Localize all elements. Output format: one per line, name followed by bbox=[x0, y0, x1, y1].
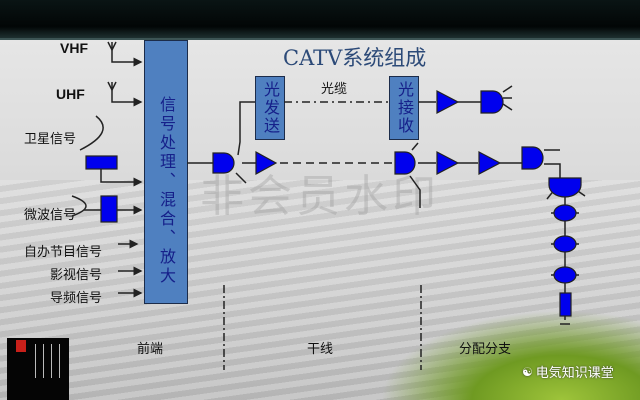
label-vhf: VHF bbox=[60, 40, 88, 56]
section-distribution: 分配分支 bbox=[459, 342, 512, 357]
tap-outlet-icon bbox=[553, 235, 577, 253]
microwave-receiver-icon bbox=[100, 195, 118, 223]
optical-receiver-label: 光接收 bbox=[395, 81, 414, 135]
optical-transmitter-block: 光发送 bbox=[255, 76, 285, 140]
section-trunk: 干线 bbox=[307, 342, 334, 357]
satellite-receiver-icon bbox=[85, 155, 118, 170]
wechat-icon: ☯ bbox=[522, 364, 533, 379]
processing-block: 信号处理、混合、放大 bbox=[144, 40, 188, 304]
satellite-dish-icon bbox=[79, 115, 104, 151]
label-fiber-cable: 光缆 bbox=[321, 82, 348, 97]
amplifier-icon bbox=[436, 90, 460, 114]
tap-outlet-icon bbox=[553, 266, 577, 284]
optical-receiver-block: 光接收 bbox=[389, 76, 419, 140]
splitter-icon bbox=[394, 151, 416, 175]
optical-transmitter-label: 光发送 bbox=[261, 81, 280, 135]
uhf-antenna-icon bbox=[107, 81, 143, 107]
brand-name: 电気知识课堂 bbox=[535, 366, 614, 381]
processing-label: 信号处理、混合、放大 bbox=[157, 96, 176, 286]
amplifier-icon bbox=[478, 151, 502, 175]
amplifier-icon bbox=[436, 151, 460, 175]
label-satellite: 卫星信号 bbox=[24, 132, 77, 147]
label-pilot: 导频信号 bbox=[50, 291, 103, 306]
label-film-tv: 影视信号 bbox=[50, 268, 103, 283]
watermark: 非会员水印 bbox=[200, 171, 440, 222]
label-self-program: 自办节目信号 bbox=[24, 245, 103, 260]
section-headend: 前端 bbox=[137, 342, 164, 357]
background-leaves bbox=[380, 310, 640, 400]
amplifier-icon bbox=[255, 150, 278, 176]
brand-watermark: ☯ 电気知识课堂 bbox=[522, 362, 614, 382]
vhf-antenna-icon bbox=[107, 41, 143, 67]
splitter-icon bbox=[480, 90, 504, 114]
calligraphy-stamp-image bbox=[7, 338, 69, 400]
tap-splitter-icon bbox=[548, 177, 582, 198]
splitter-icon bbox=[212, 152, 235, 174]
tap-outlet-icon bbox=[553, 204, 577, 222]
label-microwave: 微波信号 bbox=[24, 208, 77, 223]
splitter-icon bbox=[521, 146, 544, 170]
microwave-dish-icon bbox=[71, 195, 87, 217]
top-bar bbox=[0, 0, 640, 40]
diagram-title: CATV系统组成 bbox=[283, 46, 427, 70]
terminator-icon bbox=[559, 292, 572, 317]
label-uhf: UHF bbox=[56, 86, 85, 102]
